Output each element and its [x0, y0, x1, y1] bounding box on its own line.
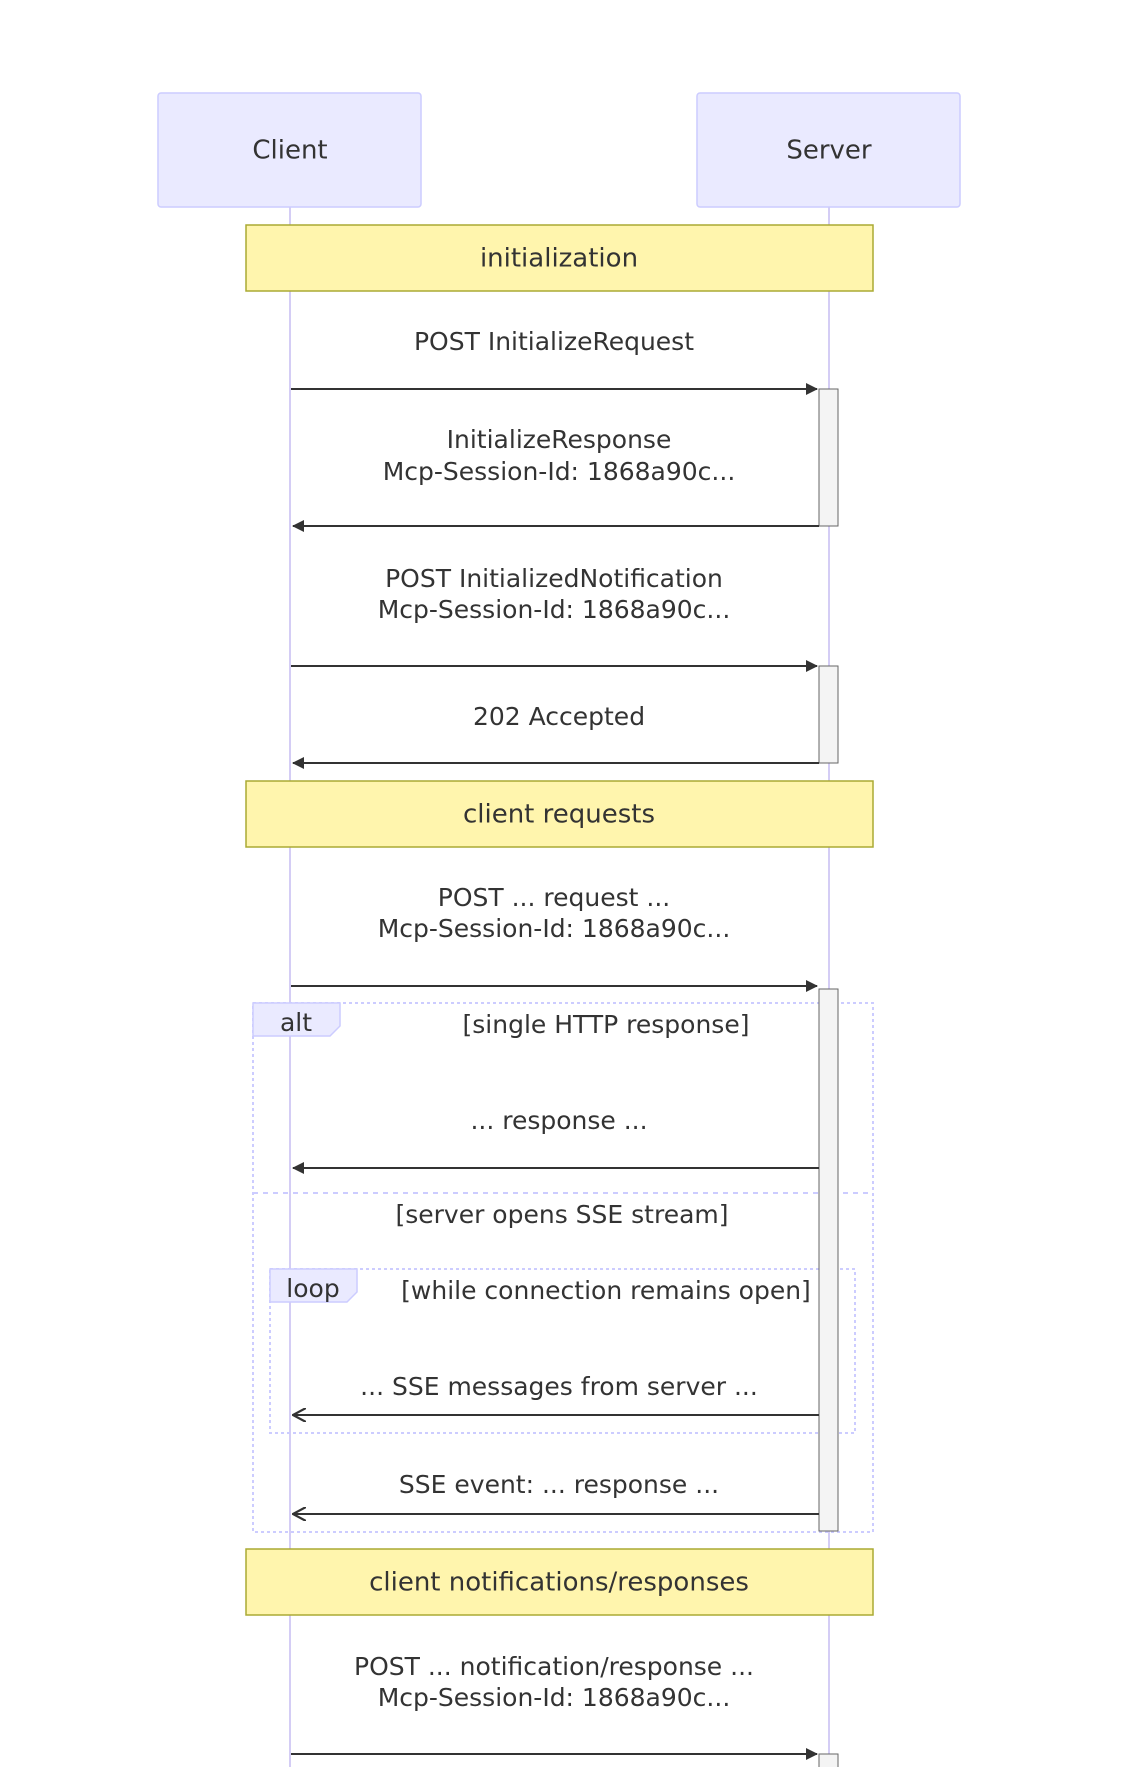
alt-frame: alt [single HTTP response] [server opens… [252, 1002, 874, 1533]
message-notification-response-label-2: Mcp-Session-Id: 1868a90c... [378, 1683, 731, 1712]
loop-condition: [while connection remains open] [401, 1276, 811, 1305]
server-actor-label: Server [786, 136, 872, 166]
server-activation-4 [818, 1753, 839, 1767]
message-notification-response-label-1: POST ... notification/response ... [354, 1652, 754, 1681]
note-initialization-label: initialization [480, 244, 638, 274]
alt-tag-box [252, 1002, 341, 1037]
client-actor-label: Client [252, 136, 327, 166]
note-client-requests-label: client requests [463, 800, 655, 830]
loop-tag-label: loop [286, 1274, 339, 1303]
message-sse-event-label: SSE event: ... response ... [399, 1470, 719, 1499]
loop-frame: loop [while connection remains open] [269, 1268, 856, 1434]
message-202-accepted-label: 202 Accepted [473, 702, 645, 731]
message-sse-messages-label: ... SSE messages from server ... [360, 1372, 758, 1401]
alt-tag-label: alt [280, 1008, 312, 1037]
loop-tag-box [269, 1268, 358, 1303]
alt-condition-1: [single HTTP response] [463, 1010, 750, 1039]
client-actor: Client [157, 92, 422, 208]
message-initialized-notification-label-1: POST InitializedNotification [385, 564, 723, 593]
server-actor: Server [696, 92, 961, 208]
message-initialize-request-label: POST InitializeRequest [414, 327, 694, 356]
server-activation-3 [818, 988, 839, 1532]
message-response-label: ... response ... [470, 1106, 647, 1135]
server-activation-2 [818, 665, 839, 764]
message-request-label-2: Mcp-Session-Id: 1868a90c... [378, 914, 731, 943]
server-activation-1 [818, 388, 839, 527]
note-client-notifications: client notifications/responses [245, 1548, 874, 1616]
message-request-label-1: POST ... request ... [438, 883, 670, 912]
note-initialization: initialization [245, 224, 874, 292]
message-initialized-notification-label-2: Mcp-Session-Id: 1868a90c... [378, 595, 731, 624]
message-initialize-response-label-1: InitializeResponse [447, 425, 672, 454]
message-initialize-response-label-2: Mcp-Session-Id: 1868a90c... [383, 457, 736, 486]
note-client-notifications-label: client notifications/responses [369, 1568, 749, 1598]
alt-condition-2: [server opens SSE stream] [395, 1200, 728, 1229]
note-client-requests: client requests [245, 780, 874, 848]
